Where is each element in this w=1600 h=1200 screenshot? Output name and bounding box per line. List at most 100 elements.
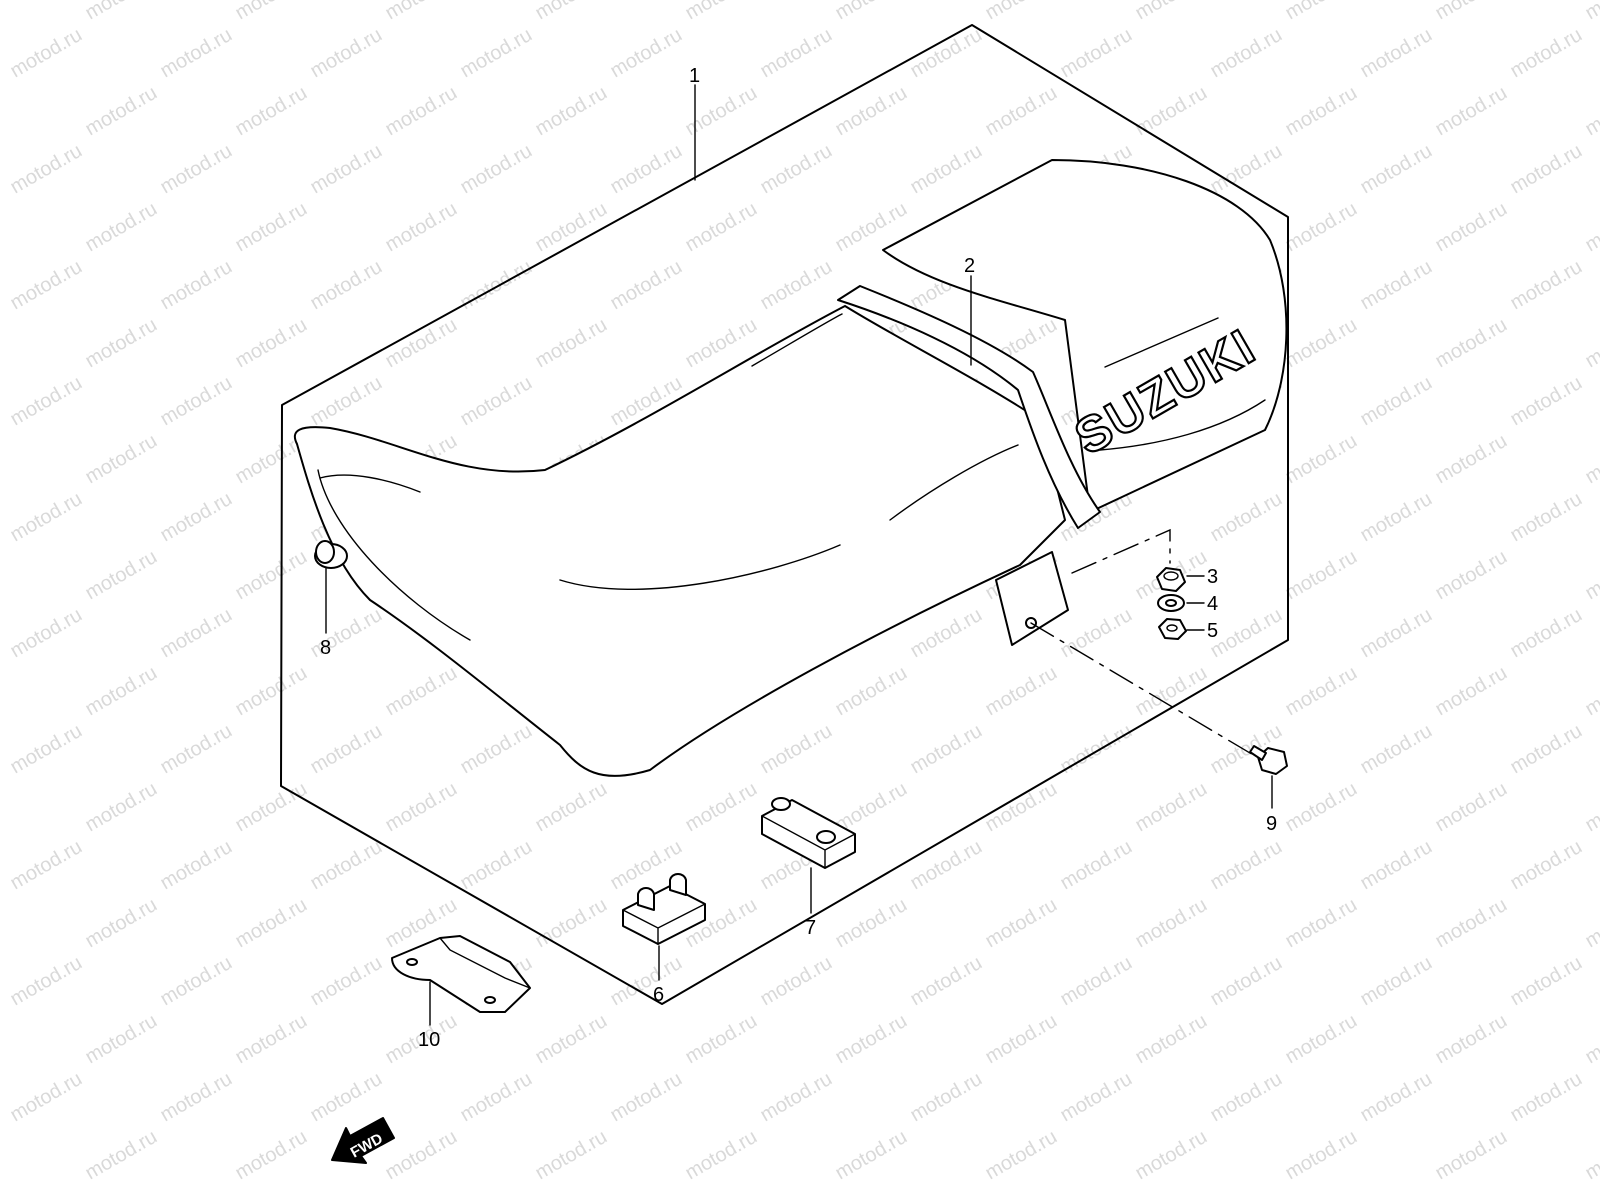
watermark-text: motod.ru [982, 894, 1061, 953]
watermark-text: motod.ru [382, 82, 461, 141]
watermark-text: motod.ru [82, 778, 161, 837]
watermark-text: motod.ru [1507, 836, 1586, 895]
callout-7: 7 [805, 917, 816, 939]
callout-9: 9 [1266, 813, 1277, 835]
callout-6: 6 [653, 984, 664, 1006]
watermark-text: motod.ru [1282, 82, 1361, 141]
watermark-text: motod.ru [982, 0, 1061, 24]
watermark-text: motod.ru [1582, 662, 1600, 721]
watermark-text: motod.ru [457, 836, 536, 895]
watermark-text: motod.ru [82, 198, 161, 257]
watermark-text: motod.ru [1282, 0, 1361, 24]
watermark-text: motod.ru [7, 720, 86, 779]
watermark-text: motod.ru [982, 662, 1061, 721]
watermark-text: motod.ru [382, 0, 461, 24]
watermark-text: motod.ru [1057, 952, 1136, 1011]
watermark-text: motod.ru [1582, 82, 1600, 141]
watermark-text: motod.ru [82, 82, 161, 141]
watermark-text: motod.ru [232, 82, 311, 141]
watermark-text: motod.ru [1282, 314, 1361, 373]
watermark-text: motod.ru [1282, 198, 1361, 257]
watermark-text: motod.ru [1582, 1010, 1600, 1069]
leader-lines [325, 84, 1273, 1026]
watermark-text: motod.ru [1582, 894, 1600, 953]
watermark-text: motod.ru [532, 0, 611, 24]
watermark-text: motod.ru [1582, 198, 1600, 257]
watermark-text: motod.ru [457, 720, 536, 779]
watermark-text: motod.ru [7, 604, 86, 663]
watermark-text: motod.ru [682, 778, 761, 837]
watermark-text: motod.ru [382, 662, 461, 721]
part-3-cap-nut [1156, 567, 1186, 592]
watermark-text: motod.ru [1582, 430, 1600, 489]
watermark-text: motod.ru [1282, 430, 1361, 489]
callout-10: 10 [418, 1029, 440, 1051]
watermark-text: motod.ru [1057, 720, 1136, 779]
watermark-text: motod.ru [382, 1126, 461, 1185]
watermark-text: motod.ru [1282, 894, 1361, 953]
watermark-text: motod.ru [1432, 82, 1511, 141]
watermark-text: motod.ru [1432, 314, 1511, 373]
watermark-text: motod.ru [1432, 0, 1511, 24]
watermark-text: motod.ru [307, 372, 386, 431]
watermark-text: motod.ru [1207, 488, 1286, 547]
watermark-text: motod.ru [1057, 604, 1136, 663]
watermark-text: motod.ru [232, 198, 311, 257]
watermark-text: motod.ru [1357, 1068, 1436, 1127]
watermark-text: motod.ru [82, 546, 161, 605]
watermark-text: motod.ru [307, 24, 386, 83]
watermark-text: motod.ru [1057, 836, 1136, 895]
watermark-text: motod.ru [1582, 546, 1600, 605]
watermark-text: motod.ru [1432, 894, 1511, 953]
watermark-text: motod.ru [307, 140, 386, 199]
watermark-text: motod.ru [1357, 372, 1436, 431]
seat-main-body [293, 305, 1066, 777]
watermark-text: motod.ru [1507, 256, 1586, 315]
watermark-text: motod.ru [832, 82, 911, 141]
watermark-text: motod.ru [1507, 24, 1586, 83]
watermark-text: motod.ru [82, 662, 161, 721]
watermark-text: motod.ru [1507, 372, 1586, 431]
watermark-text: motod.ru [532, 1010, 611, 1069]
watermark-text: motod.ru [1582, 314, 1600, 373]
callout-2: 2 [964, 255, 975, 277]
watermark-text: motod.ru [1432, 198, 1511, 257]
watermark-text: motod.ru [7, 488, 86, 547]
watermark-text: motod.ru [82, 430, 161, 489]
part-10-bracket [391, 935, 531, 1013]
watermark-text: motod.ru [832, 894, 911, 953]
watermark-text: motod.ru [1357, 952, 1436, 1011]
callout-5: 5 [1207, 620, 1218, 642]
part-6-damper [622, 873, 706, 945]
watermark-text: motod.ru [1507, 720, 1586, 779]
watermark-text: motod.ru [682, 198, 761, 257]
watermark-text: motod.ru [1282, 1010, 1361, 1069]
watermark-text: motod.ru [532, 314, 611, 373]
watermark-text: motod.ru [1432, 778, 1511, 837]
callout-3: 3 [1207, 566, 1218, 588]
watermark-text: motod.ru [982, 82, 1061, 141]
watermark-text: motod.ru [82, 0, 161, 24]
watermark-text: motod.ru [457, 256, 536, 315]
watermark-text: motod.ru [457, 1068, 536, 1127]
watermark-text: motod.ru [1357, 256, 1436, 315]
watermark-text: motod.ru [757, 140, 836, 199]
watermark-text: motod.ru [907, 140, 986, 199]
part-4-washer [1157, 594, 1185, 612]
watermark-text: motod.ru [232, 662, 311, 721]
assembly-outline-box [280, 24, 1289, 1005]
watermark-text: motod.ru [1357, 488, 1436, 547]
alignment-line-nuts [1071, 528, 1171, 574]
watermark-text: motod.ru [832, 1126, 911, 1185]
callout-1: 1 [689, 65, 700, 87]
watermark-text: motod.ru [907, 836, 986, 895]
watermark-text: motod.ru [382, 198, 461, 257]
callout-4: 4 [1207, 593, 1218, 615]
watermark-text: motod.ru [682, 1010, 761, 1069]
watermark-text: motod.ru [157, 836, 236, 895]
watermark-text: motod.ru [1432, 1126, 1511, 1185]
watermark-text: motod.ru [157, 24, 236, 83]
callout-8: 8 [320, 637, 331, 659]
watermark-text: motod.ru [7, 256, 86, 315]
